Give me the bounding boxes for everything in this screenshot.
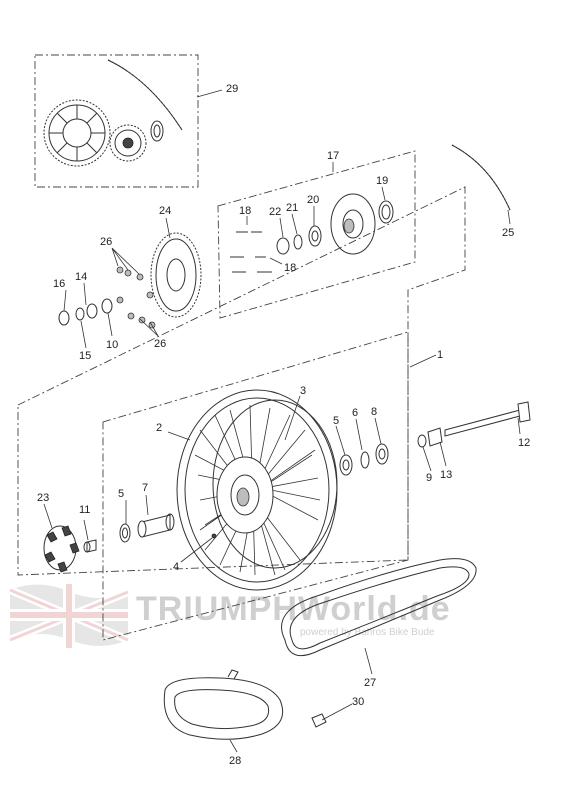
kit-group-box-1-inner: [102, 331, 409, 641]
cush-bolts-18: [230, 231, 272, 273]
callout-25: 25: [502, 227, 514, 239]
callout-9: 9: [426, 472, 432, 484]
callout-6: 6: [352, 407, 358, 419]
wheel-rim-2: [176, 389, 338, 591]
valve-clip-30: [311, 713, 327, 728]
callout-26-bottom: 26: [154, 338, 166, 350]
callout-20: 20: [307, 194, 319, 206]
sprocket-carrier-hub: [330, 193, 376, 255]
cush-spacer-11: [83, 539, 97, 553]
tyre-valve-4: [211, 533, 217, 539]
wheel-spindle-12: [444, 401, 531, 437]
bearing-20: [308, 225, 322, 247]
callout-28: 28: [229, 755, 241, 767]
circlip-6: [360, 451, 370, 469]
callout-18-top: 18: [239, 205, 251, 217]
callout-14: 14: [75, 271, 87, 283]
sprocket-nuts-26: [116, 266, 156, 329]
callout-19: 19: [376, 175, 388, 187]
rear-sprocket-kit: [43, 99, 111, 167]
spacer-22: [276, 237, 290, 255]
callout-4: 4: [173, 561, 179, 573]
wheel-hub: [216, 456, 274, 534]
spindle-nut-13: [427, 427, 443, 447]
callout-2: 2: [156, 422, 162, 434]
watermark-brand: TRIUMPHWorld.de: [136, 590, 451, 628]
leader-lines: [43, 89, 521, 753]
rear-sprocket-24: [150, 232, 202, 318]
callout-23: 23: [37, 492, 49, 504]
callout-27: 27: [364, 677, 376, 689]
front-sprocket-kit: [109, 124, 147, 162]
union-jack-watermark: [8, 584, 130, 648]
bearing-5-right: [339, 454, 353, 476]
callout-7: 7: [142, 482, 148, 494]
kit-group-box-29: [34, 54, 199, 188]
callout-labels: 29 17 18 22 21 20 19 18 24 26 16 14 10 1…: [37, 83, 530, 767]
spacer-7: [137, 513, 175, 538]
washer-stack-16-14-10-15: [58, 298, 113, 326]
washer-9: [417, 434, 427, 448]
callout-1: 1: [437, 349, 443, 361]
circlip-21: [293, 234, 303, 250]
seal-8: [375, 443, 389, 465]
kit-group-box-1-outer: [17, 186, 466, 576]
cush-drive-rubbers-23: [43, 525, 80, 573]
bearing-5-left: [119, 523, 131, 543]
callout-8: 8: [371, 406, 377, 418]
callout-18-bottom: 18: [284, 262, 296, 274]
callout-3: 3: [300, 385, 306, 397]
callout-5-left: 5: [118, 488, 124, 500]
kit-group-box-17: [217, 150, 416, 319]
callout-29: 29: [226, 83, 238, 95]
watermark: TRIUMPHWorld.de powered by Bahros Bike B…: [8, 584, 451, 648]
callout-26-top: 26: [100, 236, 112, 248]
callout-17: 17: [327, 150, 339, 162]
sprocket-nut-kit: [150, 120, 164, 142]
callout-16: 16: [53, 278, 65, 290]
callout-10: 10: [106, 339, 118, 351]
chain-kit: [107, 59, 183, 131]
callout-15: 15: [79, 350, 91, 362]
rim-tape-27: [281, 558, 477, 657]
seal-19: [378, 200, 394, 224]
callout-21: 21: [286, 202, 298, 214]
callout-22: 22: [269, 206, 281, 218]
callout-13: 13: [440, 469, 452, 481]
callout-30: 30: [352, 696, 364, 708]
callout-24: 24: [159, 205, 171, 217]
inner-tube-28: [163, 669, 284, 740]
callout-5-right: 5: [333, 415, 339, 427]
callout-11: 11: [79, 504, 90, 516]
callout-12: 12: [518, 437, 530, 449]
watermark-tagline: powered by Bahros Bike Bude: [300, 627, 435, 638]
drive-chain-25: [451, 144, 511, 211]
